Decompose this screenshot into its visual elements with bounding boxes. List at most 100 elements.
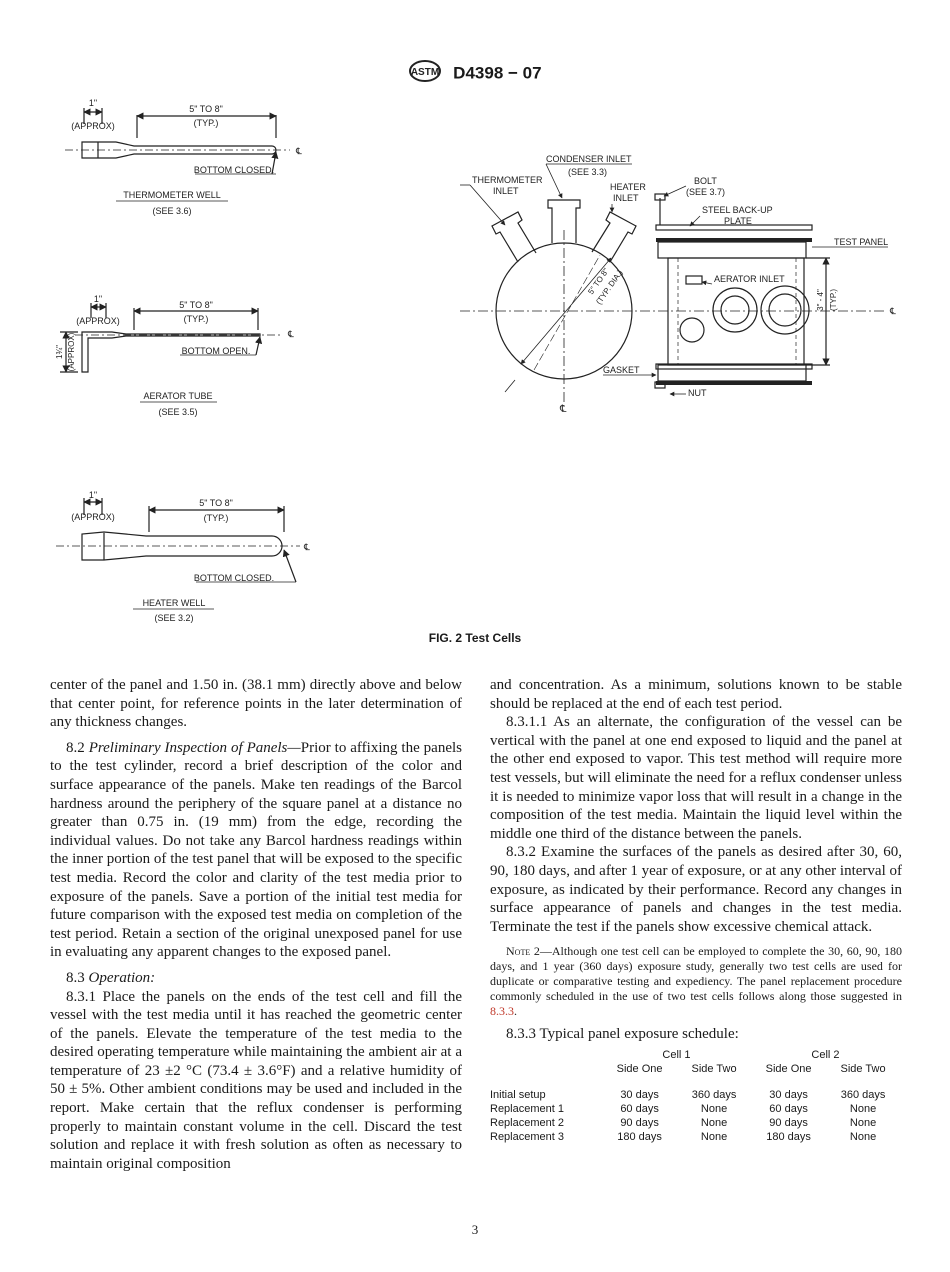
cell-height-1: 3" - 4" [816,289,825,311]
cell-bolt: BOLT [694,176,717,186]
at-side-dim: 1¾" [55,345,64,359]
test-cells-figure: 1" (APPROX) 5" TO 8" (TYP.) ℄ BOTTOM CLO… [55,98,896,623]
table-cell: None [700,1116,728,1129]
tw-end: BOTTOM CLOSED. [194,165,274,175]
astm-logo-icon: ASTM [408,60,442,87]
table-cell: 360 days [691,1088,737,1101]
tw-title: THERMOMETER WELL [123,190,221,200]
page-number: 3 [471,1222,479,1237]
table-cell: 90 days [769,1116,808,1129]
cell-backup-1: STEEL BACK-UP [702,205,773,215]
row-label: Replacement 3 [490,1130,564,1143]
svg-text:ASTM: ASTM [411,67,439,78]
figure-caption: FIG. 2 Test Cells [428,631,522,645]
group-header: Cell 1 [662,1048,691,1061]
right-column: and concentration. As a minimum, solutio… [490,676,902,1144]
left-column: center of the panel and 1.50 in. (38.1 m… [50,676,462,1173]
note-label: Note 2 [506,944,540,959]
column-header: Side One [616,1062,663,1075]
cell-condenser-see: (SEE 3.3) [568,167,607,177]
section-title: Operation: [88,969,156,986]
paragraph-8-3-2: 8.3.2 Examine the surfaces of the panels… [490,844,902,935]
cell-centerline-right: ℄ [889,306,896,316]
at-title: AERATOR TUBE [143,391,212,401]
test-cell-assembly-drawing: ℄ ℄ 5" TO 8" (TYP. DIA.) 3" - 4" (TYP.) [460,154,896,415]
paragraph-8-2: 8.2 Preliminary Inspection of Panels—Pri… [50,739,462,962]
tw-typ: (TYP.) [194,118,219,128]
aerator-tube-drawing: 1" (APPROX) 5" TO 8" (TYP.) ℄ BOTTOM OPE… [55,294,294,417]
section-title: Preliminary Inspection of Panels— [88,739,301,756]
page-header: ASTM D4398 − 07 [0,60,950,87]
cell-heater-inlet-2: INLET [613,193,639,203]
cell-thermometer-inlet-1: THERMOMETER [472,175,543,185]
cell-nut: NUT [688,388,707,398]
at-see: (SEE 3.5) [158,407,197,417]
table-cell: 30 days [769,1088,808,1101]
cell-bolt-see: (SEE 3.7) [686,187,725,197]
table-cell: None [700,1130,728,1143]
hw-end: BOTTOM CLOSED. [194,573,274,583]
cell-gasket: GASKET [603,365,640,375]
group-header: Cell 2 [811,1048,840,1061]
column-header: Side One [765,1062,812,1075]
paragraph-8-3: 8.3 Operation: [50,969,462,988]
cell-centerline-bottom: ℄ [559,404,567,415]
table-cell: None [700,1102,728,1115]
note-2: Note 2—Although one test cell can be emp… [490,944,902,1019]
table-cell: 60 days [769,1102,808,1115]
table-cell: 360 days [840,1088,886,1101]
hw-length: 5" TO 8" [199,498,233,508]
table-row: Replacement 1 60 days None 60 days None [490,1102,900,1116]
cell-backup-2: PLATE [724,216,752,226]
thermometer-well-drawing: 1" (APPROX) 5" TO 8" (TYP.) ℄ BOTTOM CLO… [65,98,302,216]
section-text: Prior to affixing the panels to the test… [50,739,462,961]
section-number: 8.2 [66,739,85,756]
hw-typ: (TYP.) [204,513,229,523]
tw-centerline: ℄ [295,146,302,156]
tw-dim-approx: 1" [89,98,97,108]
table-cell: None [849,1116,877,1129]
hw-approx: (APPROX) [71,512,115,522]
hw-dim-approx: 1" [89,490,97,500]
at-side-approx: (APPROX) [67,332,76,371]
hw-see: (SEE 3.2) [154,613,193,623]
at-length: 5" TO 8" [179,300,213,310]
table-cell: 180 days [617,1130,662,1143]
table-row: Replacement 2 90 days None 90 days None [490,1116,900,1130]
note-end: . [514,1004,517,1019]
paragraph-8-3-3: 8.3.3 Typical panel exposure schedule: [506,1026,739,1043]
table-cell: None [849,1130,877,1143]
paragraph-8-3-1: 8.3.1 Place the panels on the ends of th… [50,988,462,1172]
at-centerline: ℄ [287,329,294,339]
at-approx: (APPROX) [76,316,120,326]
paragraph-8-3-1-1: 8.3.1.1 As an alternate, the configurati… [490,714,902,842]
cell-aerator-inlet: AERATOR INLET [714,274,785,284]
exposure-schedule-table: Cell 1 Cell 2 Side One Side Two Side One… [490,1048,900,1144]
document-designation: D4398 − 07 [453,63,542,83]
tw-see: (SEE 3.6) [152,206,191,216]
table-row: Replacement 3 180 days None 180 days Non… [490,1130,900,1144]
cell-heater-inlet-1: HEATER [610,182,646,192]
row-label: Replacement 1 [490,1102,564,1115]
at-typ: (TYP.) [184,314,209,324]
table-cell: None [849,1102,877,1115]
table-cell: 90 days [620,1116,659,1129]
cell-thermometer-inlet-2: INLET [493,186,519,196]
tw-length: 5" TO 8" [189,104,223,114]
cell-height-2: (TYP.) [829,289,838,311]
table-cell: 30 days [620,1088,659,1101]
heater-well-drawing: 1" (APPROX) 5" TO 8" (TYP.) ℄ BOTTOM CLO… [56,490,310,623]
cell-condenser-inlet: CONDENSER INLET [546,154,632,164]
column-header: Side Two [691,1062,737,1075]
row-label: Initial setup [490,1088,546,1101]
hw-centerline: ℄ [303,542,310,552]
at-dim-approx: 1" [94,294,102,304]
row-label: Replacement 2 [490,1116,564,1129]
table-cell: 180 days [766,1130,811,1143]
paragraph-continuation: and concentration. As a minimum, solutio… [490,677,902,712]
at-end: BOTTOM OPEN. [182,346,251,356]
section-link-8-3-3[interactable]: 8.3.3 [490,1004,514,1019]
column-header: Side Two [840,1062,886,1075]
note-text: —Although one test cell can be employed … [490,944,903,1004]
table-cell: 60 days [620,1102,659,1115]
